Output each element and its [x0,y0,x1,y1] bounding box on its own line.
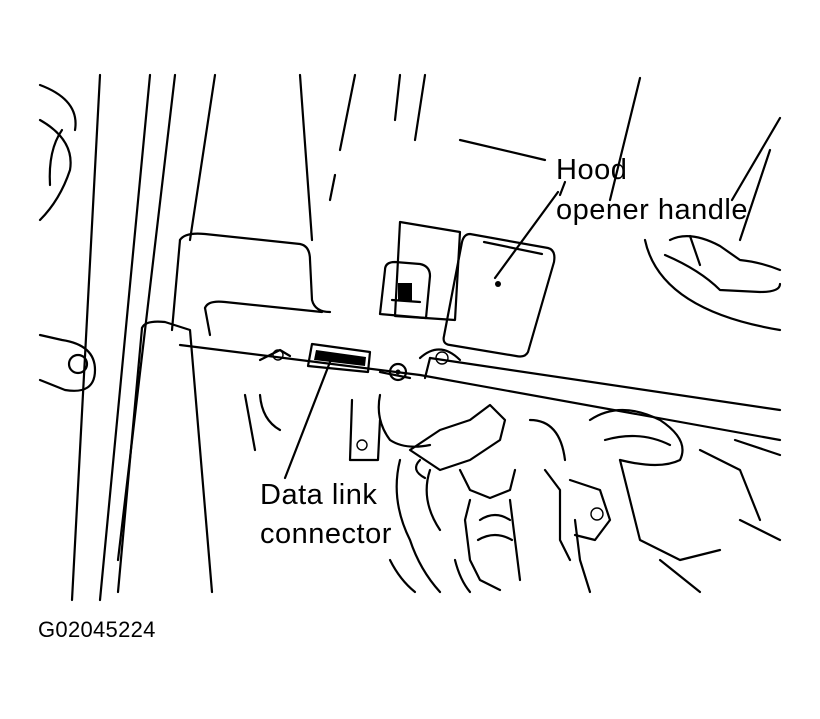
data-link-label-line2: connector [260,518,392,550]
figure-id: G02045224 [38,617,156,642]
fuel-lid-switch [378,220,462,322]
hood-lever [663,116,782,294]
data-link-label-line1: Data link [260,479,378,511]
data-link-connector-shape [258,342,412,382]
hood-opener-label-line1: Hood [556,154,628,186]
left-bracket [38,333,97,392]
dash-bottom-edge [178,343,782,442]
steering-linkage [243,393,782,594]
leader-lines [283,190,560,480]
a-pillar [38,73,217,602]
hood-opener-handle-shape [442,232,556,358]
lower-dash-cover [170,73,782,337]
hood-opener-label-line2: opener handle [556,194,748,226]
side-trim-panel [116,320,214,594]
